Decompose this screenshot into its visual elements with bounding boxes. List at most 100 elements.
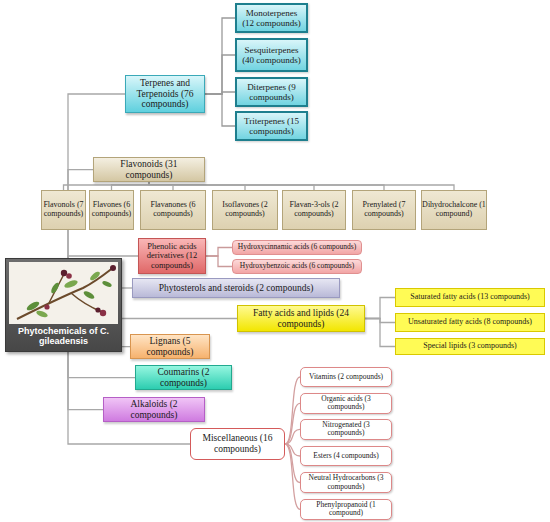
subcategory-box: Prenylated (7 compounds) [352,190,416,230]
category-box: Miscellaneous (16 compounds) [190,428,285,460]
plant-leaf [50,282,61,295]
plant-fruit [110,265,116,271]
node-label: Sesquiterpenes (40 compounds) [239,45,304,65]
connector-line [206,256,232,267]
connector-line [205,18,235,94]
node-label: Flavonoids (31 compounds) [96,159,202,180]
subcategory-box: Phenylpropanoid (1 compound) [300,499,392,520]
category-box: Flavonoids (31 compounds) [93,157,205,182]
subcategory-box: Nitrogenated (3 compounds) [300,419,392,440]
node-label: Phytosterols and steroids (2 compounds) [159,283,314,294]
category-box: Terpenes and Terpenoids (76 compounds) [125,75,205,113]
node-label: Unsaturated fatty acids (8 compounds) [408,318,532,327]
plant-leaf [25,300,40,312]
node-label: Nitrogenated (3 compounds) [303,421,389,438]
category-box: Phytosterols and steroids (2 compounds) [132,278,340,298]
node-label: Flavan-3-ols (2 compounds) [283,201,345,219]
connector-line [149,182,314,190]
connector-line [149,182,454,190]
subcategory-box: Flavanones (6 compounds) [140,190,206,230]
connector-line [149,182,384,190]
plant-fruit [95,307,100,312]
plant-leaf [83,290,96,301]
subcategory-box: Isoflavones (2 compounds) [212,190,278,230]
node-label: Alkaloids (2 compounds) [106,399,202,420]
plant-leaf [35,310,48,319]
node-label: Dihydrochalcone (1 compound) [422,201,486,219]
connector-line [285,444,300,509]
plant-fruit [44,304,49,309]
connector-line [205,55,235,94]
category-box: Coumarins (2 compounds) [135,365,232,390]
node-label: Miscellaneous (16 compounds) [193,433,282,454]
node-label: Diterpenes (9 compounds) [239,82,304,102]
subcategory-box: Diterpenes (9 compounds) [235,77,308,107]
node-label: Monoterpenes (12 compounds) [239,8,304,28]
node-label: Lignans (5 compounds) [133,336,207,357]
connector-line [64,182,150,190]
node-label: Prenylated (7 compounds) [353,201,415,219]
node-label: Esters (4 compounds) [313,452,378,460]
connector-line [149,182,245,190]
node-label: Isoflavones (2 compounds) [213,201,277,219]
subcategory-box: Flavan-3-ols (2 compounds) [282,190,346,230]
category-box: Phenolic acids derivatives (12 compounds… [138,238,206,274]
plant-fruit [61,270,67,276]
subcategory-box: Monoterpenes (12 compounds) [235,3,308,33]
connector-line [149,182,173,190]
plant-leaf [63,279,78,289]
subcategory-box: Flavonols (7 compounds) [41,190,86,230]
connector-line [68,352,135,378]
node-label: Vitamins (2 compounds) [309,373,383,381]
connector-line [206,248,232,257]
subcategory-box: Special lipids (3 compounds) [395,338,545,355]
subcategory-box: Hydroxycinnamic acids (6 compounds) [232,240,362,255]
node-label: Phenolic acids derivatives (12 compounds… [140,242,204,271]
node-label: Fatty acids and lipids (24 compounds) [240,308,362,329]
subcategory-box: Hydroxybenzoic acids (6 compounds) [232,259,362,274]
node-label: Special lipids (3 compounds) [423,342,517,351]
illustration-background [9,262,118,324]
subcategory-box: Organic acids (3 compounds) [300,393,392,414]
connector-line [285,429,300,444]
connector-line [112,182,150,190]
plant-illustration [9,262,118,324]
plant-fruit [100,310,106,316]
node-label: Triterpenes (15 compounds) [239,116,304,136]
subcategory-box: Triterpenes (15 compounds) [235,111,308,141]
node-label: Phytochemicals of C. gileadensis [9,326,118,346]
connector-line [122,346,130,347]
subcategory-box: Unsaturated fatty acids (8 compounds) [395,313,545,332]
node-label: Neutral Hydrocarbons (3 compounds) [303,474,389,491]
plant-leaf [89,270,102,282]
connector-line [365,319,395,347]
connector-line [122,287,132,288]
node-label: Hydroxycinnamic acids (6 compounds) [238,243,357,251]
subcategory-box: Flavones (6 compounds) [89,190,134,230]
node-label: Terpenes and Terpenoids (76 compounds) [128,78,202,110]
node-label: Flavanones (6 compounds) [141,201,205,219]
subcategory-box: Dihydrochalcone (1 compound) [421,190,487,230]
subcategory-box: Sesquiterpenes (40 compounds) [235,38,308,72]
connector-line [122,318,237,319]
category-box: Alkaloids (2 compounds) [103,397,205,422]
node-label: Flavones (6 compounds) [90,201,133,219]
subcategory-box: Saturated fatty acids (13 compounds) [395,288,545,307]
category-box: Fatty acids and lipids (24 compounds) [237,305,365,332]
node-label: Saturated fatty acids (13 compounds) [410,293,530,302]
node-label: Organic acids (3 compounds) [303,395,389,412]
node-label: Coumarins (2 compounds) [138,367,229,388]
node-label: Flavonols (7 compounds) [42,201,85,219]
node-label: Hydroxybenzoic acids (6 compounds) [240,262,354,270]
connector-line [205,94,235,126]
connector-line [285,403,300,444]
plant-fruit [66,273,72,279]
node-label: Phenylpropanoid (1 compound) [303,501,389,518]
connector-line [285,377,300,444]
category-box: Lignans (5 compounds) [130,334,210,359]
plant-leaf [102,280,113,288]
subcategory-box: Vitamins (2 compounds) [300,367,392,387]
subcategory-box: Neutral Hydrocarbons (3 compounds) [300,472,392,493]
plant-branch [49,274,64,303]
